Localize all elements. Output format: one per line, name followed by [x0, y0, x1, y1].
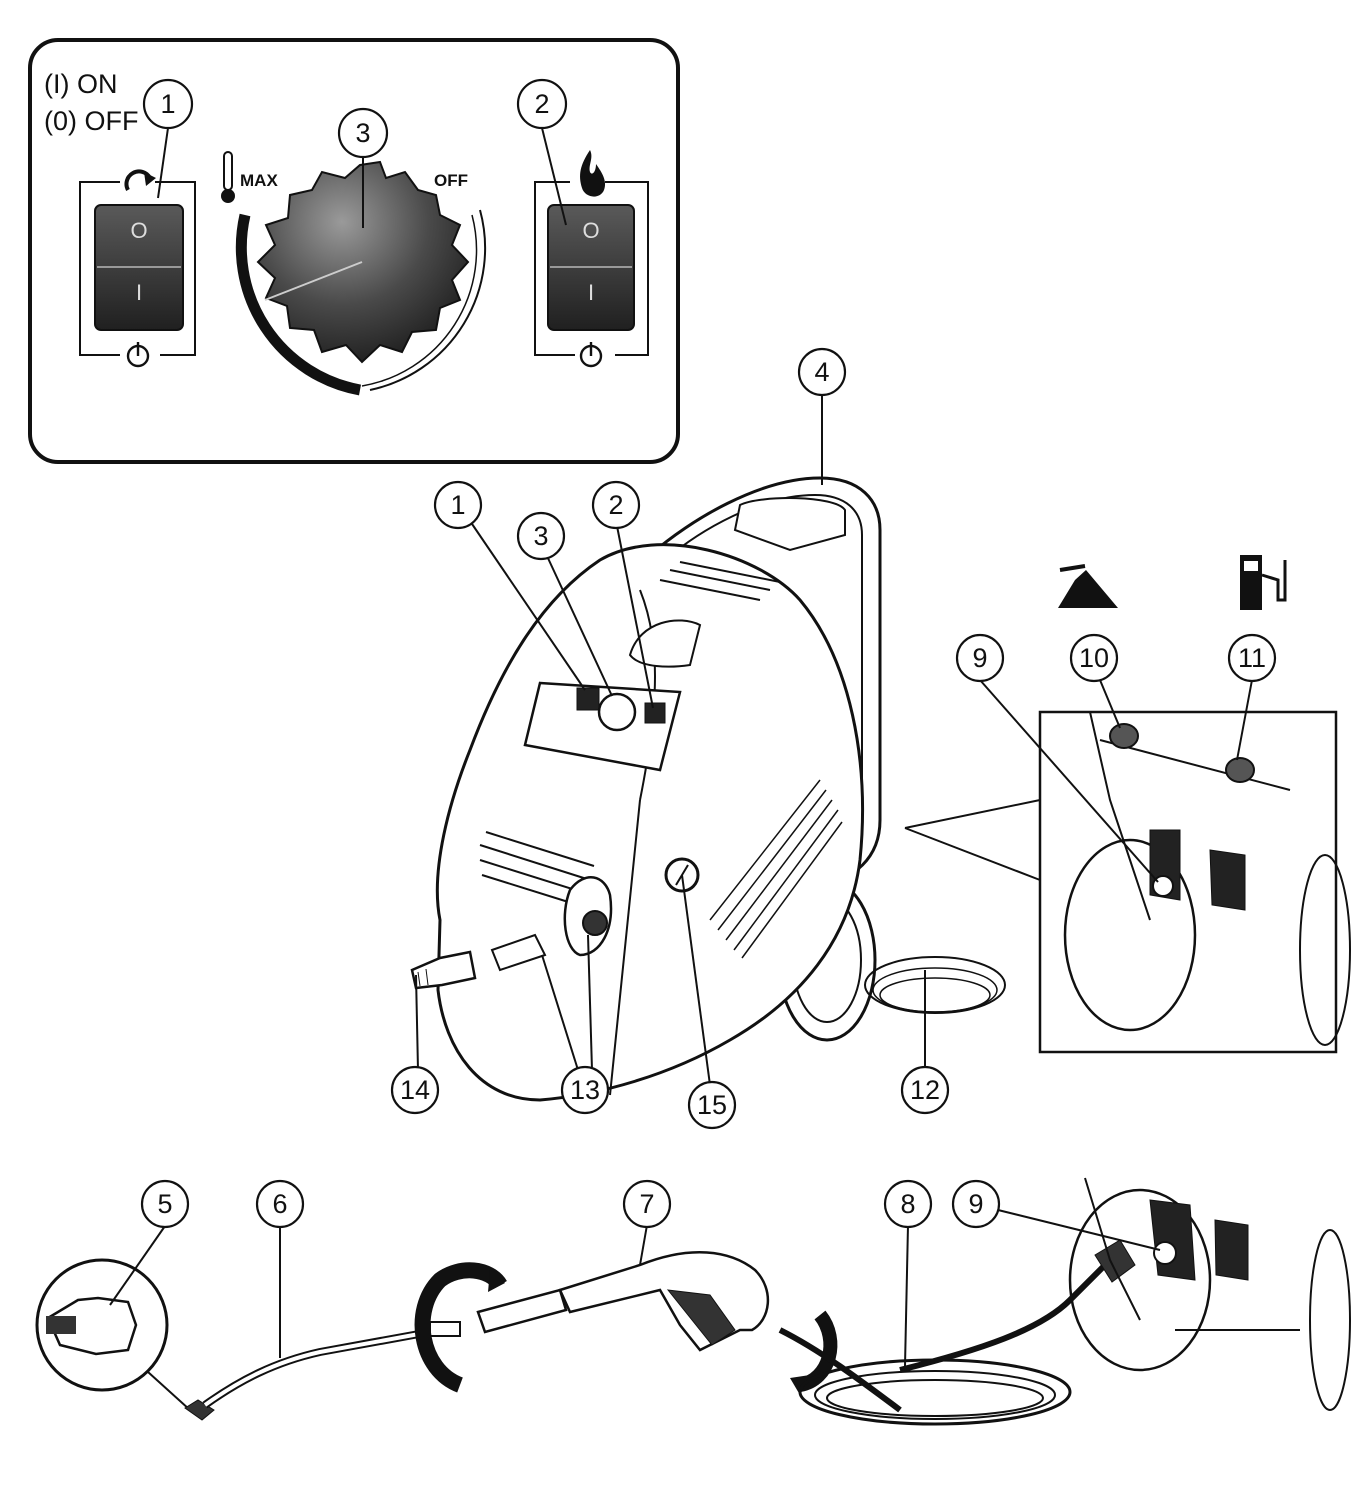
accessories: [35, 1177, 1351, 1426]
panel-leader-lines: [157, 127, 567, 228]
legend-off: (0) OFF: [44, 106, 139, 136]
callout-8: 8: [883, 1179, 933, 1229]
rear-inset: [979, 555, 1351, 1054]
svg-text:3: 3: [355, 118, 370, 148]
dial-max-label: MAX: [240, 171, 278, 190]
svg-text:7: 7: [639, 1189, 654, 1219]
callout-2: 2: [591, 480, 641, 530]
callout-14: 14: [390, 1065, 440, 1115]
svg-text:9: 9: [968, 1189, 983, 1219]
rotation-arrow-icon: [124, 169, 156, 191]
callout-15: 15: [687, 1080, 737, 1130]
detergent-tank-icon: [1058, 564, 1118, 608]
callout-1: 1: [433, 480, 483, 530]
svg-text:8: 8: [900, 1189, 915, 1219]
dial-off-label: OFF: [434, 171, 468, 190]
svg-text:3: 3: [533, 521, 548, 551]
svg-text:12: 12: [910, 1075, 940, 1105]
fuel-pump-icon: [1240, 555, 1287, 610]
flame-icon: [580, 150, 606, 197]
callout-3: 3: [337, 107, 389, 159]
svg-text:13: 13: [570, 1075, 600, 1105]
callout-6: 6: [255, 1179, 305, 1229]
svg-text:14: 14: [400, 1075, 430, 1105]
svg-text:10: 10: [1079, 643, 1109, 673]
svg-text:9: 9: [972, 643, 987, 673]
switch-off-glyph: O: [130, 218, 147, 243]
power-standby-icon: [579, 342, 603, 368]
callout-4: 4: [797, 347, 847, 397]
switch-on-glyph: I: [588, 280, 594, 305]
svg-text:11: 11: [1238, 643, 1266, 673]
callout-9: 9: [955, 633, 1005, 683]
svg-text:6: 6: [272, 1189, 287, 1219]
thermostat-dial: MAX OFF: [221, 151, 487, 396]
svg-text:5: 5: [157, 1189, 172, 1219]
pressure-washer-body: [410, 476, 1006, 1102]
callout-2: 2: [516, 78, 568, 130]
callout-13: 13: [560, 1065, 610, 1115]
callout-1: 1: [142, 78, 194, 130]
accessory-leader-lines: [109, 1209, 1161, 1367]
switch-off-glyph: O: [582, 218, 599, 243]
callout-7: 7: [622, 1179, 672, 1229]
callout-3: 3: [516, 511, 566, 561]
callout-10: 10: [1069, 633, 1119, 683]
burner-switch: O I: [534, 150, 649, 368]
switch-on-glyph: I: [136, 280, 142, 305]
callout-bubbles: 1 3 2 4 1 3 2 9 10 11 14 13 15 12 5 6 7 …: [140, 78, 1277, 1229]
callout-11: 11: [1227, 633, 1277, 683]
svg-text:1: 1: [450, 490, 465, 520]
thermometer-icon: [221, 151, 235, 203]
power-standby-icon: [126, 342, 150, 368]
pump-switch: O I: [79, 169, 196, 368]
svg-text:4: 4: [814, 357, 829, 387]
svg-text:2: 2: [534, 89, 549, 119]
svg-text:2: 2: [608, 490, 623, 520]
svg-text:1: 1: [160, 89, 175, 119]
callout-5: 5: [140, 1179, 190, 1229]
callout-9: 9: [951, 1179, 1001, 1229]
callout-12: 12: [900, 1065, 950, 1115]
control-panel-detail: (I) ON (0) OFF O I: [28, 38, 680, 464]
legend-on: (I) ON: [44, 69, 118, 99]
svg-text:15: 15: [697, 1090, 727, 1120]
machine-leader-lines: [415, 393, 1041, 1086]
